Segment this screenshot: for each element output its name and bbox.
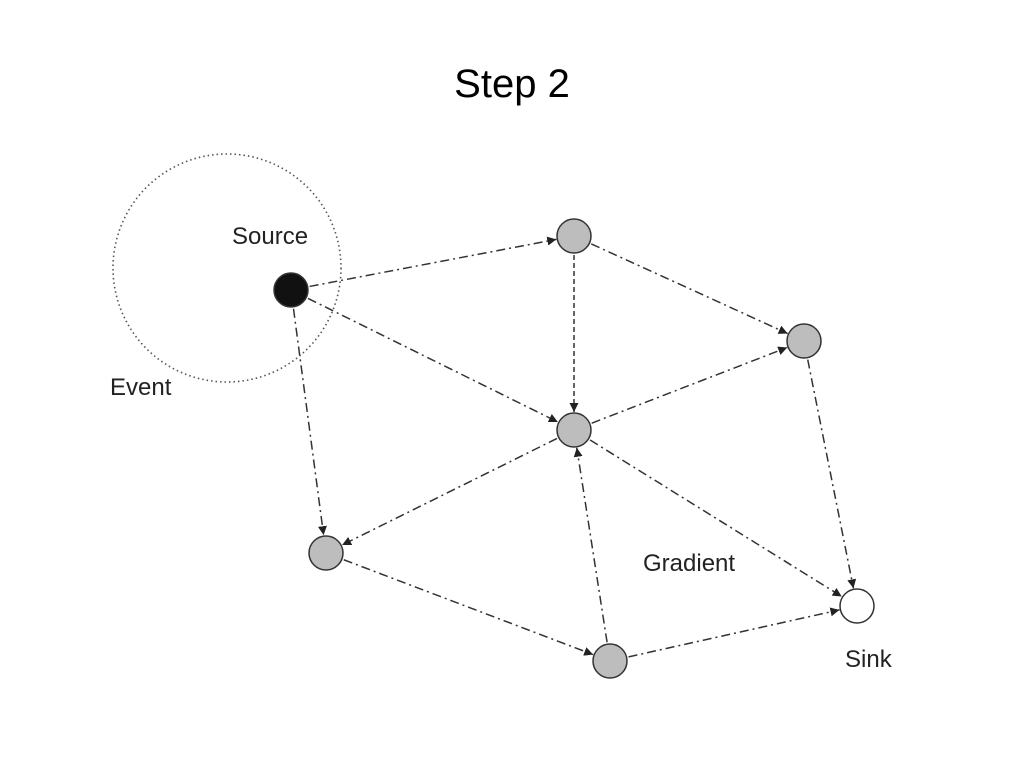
node-n-right [786,323,822,359]
edge-source-to-n-top [309,236,557,288]
node-n-center [556,412,592,448]
node-sink [839,588,875,624]
node-source [273,272,309,308]
edge-n-top-to-n-right [590,243,788,335]
event-label: Event [110,374,172,401]
source-label: Source [232,223,308,250]
edge-source-to-n-left [292,308,327,536]
gradient-label: Gradient [643,550,735,577]
edge-n-center-to-n-left [341,437,558,546]
edge-n-right-to-sink [806,359,857,589]
node-n-bottom [592,643,628,679]
nodes-group [273,218,875,679]
node-n-top [556,218,592,254]
slide-title: Step 2 [454,62,570,106]
edge-n-left-to-n-bottom [343,559,594,656]
edge-n-bottom-to-sink [628,607,840,658]
node-n-left [308,535,344,571]
edges-group [292,236,857,658]
event-range-circle [112,153,342,383]
edge-source-to-n-center [307,297,559,423]
sink-label: Sink [845,646,893,673]
edge-n-center-to-n-right [591,346,788,424]
edge-n-bottom-to-n-center [573,447,608,643]
